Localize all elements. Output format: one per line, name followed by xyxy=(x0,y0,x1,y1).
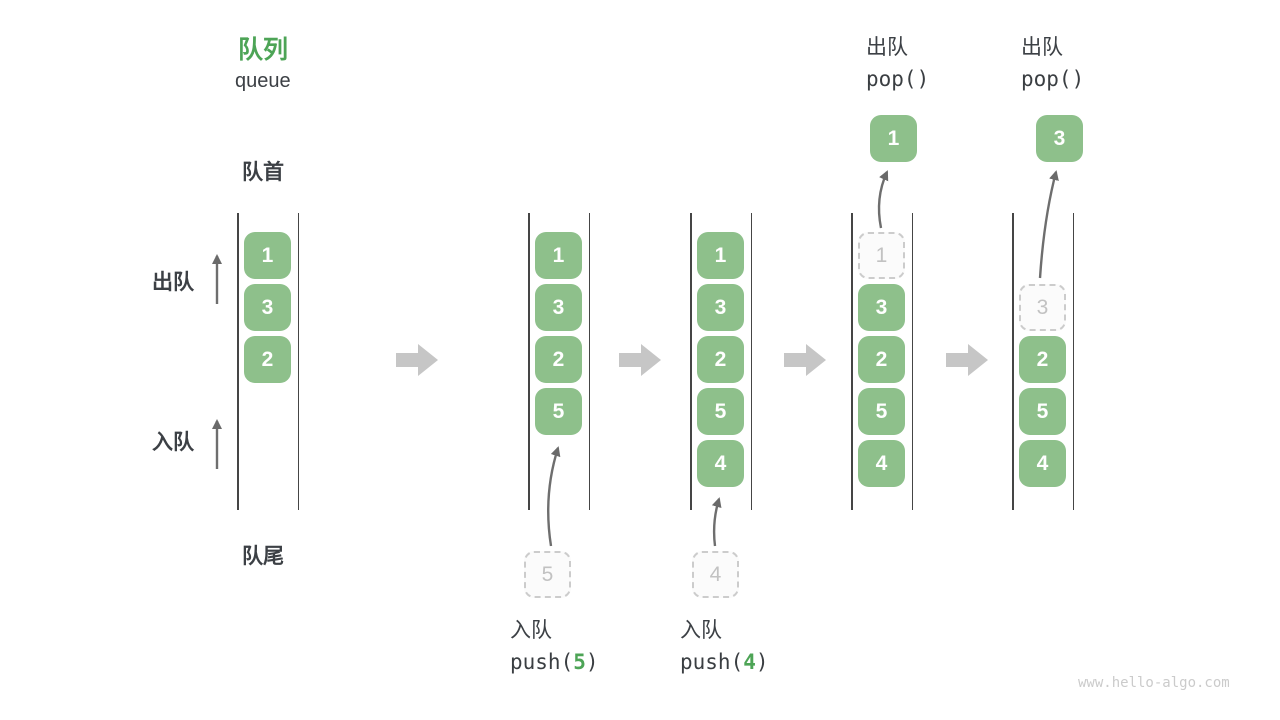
queue-rail xyxy=(690,213,692,510)
queue-state-3: 1 3 2 5 4 xyxy=(690,213,752,510)
queue-cell: 5 xyxy=(697,388,744,435)
pop2-label-zh: 出队 xyxy=(1021,36,1063,59)
push5-fn-arg: 5 xyxy=(573,650,586,674)
queue-state-2: 1 3 2 5 xyxy=(528,213,590,510)
queue-cell: 3 xyxy=(244,284,291,331)
queue-cell: 5 xyxy=(535,388,582,435)
queue-state-5: 3 2 5 4 xyxy=(1012,213,1074,510)
dequeue-side-label: 出队 xyxy=(152,271,194,294)
queue-state-4: 1 3 2 5 4 xyxy=(851,213,913,510)
queue-cell: 3 xyxy=(858,284,905,331)
dequeued-ghost-cell: 1 xyxy=(858,232,905,279)
pop2-label-fn: pop() xyxy=(1021,67,1085,91)
queue-rail xyxy=(1072,213,1074,510)
push5-operation-label: 入队 push(5) xyxy=(510,616,599,678)
push5-label-zh: 入队 xyxy=(510,619,552,642)
queue-rail xyxy=(237,213,239,510)
queue-cell: 3 xyxy=(535,284,582,331)
queue-front-label: 队首 xyxy=(242,161,284,184)
flow-arrow-icon xyxy=(619,344,661,376)
push5-label-fn: push(5) xyxy=(510,646,599,678)
popped-value-cell: 1 xyxy=(870,115,917,162)
queue-cell: 2 xyxy=(697,336,744,383)
queue-cell: 2 xyxy=(1019,336,1066,383)
flow-arrow-icon xyxy=(946,344,988,376)
flow-arrow-icon xyxy=(396,344,438,376)
queue-rail xyxy=(750,213,752,510)
diagram-title-en: queue xyxy=(235,70,291,92)
flow-arrow-icon xyxy=(784,344,826,376)
queue-rail xyxy=(1012,213,1014,510)
queue-rail xyxy=(911,213,913,510)
queue-rail xyxy=(851,213,853,510)
pop1-operation-label: 出队 pop() xyxy=(866,33,929,95)
queue-cell: 2 xyxy=(858,336,905,383)
push4-operation-label: 入队 push(4) xyxy=(680,616,769,678)
pop1-label-fn: pop() xyxy=(866,67,930,91)
queue-cell: 1 xyxy=(244,232,291,279)
queue-cell: 5 xyxy=(1019,388,1066,435)
incoming-value-cell: 5 xyxy=(524,551,571,598)
queue-rail xyxy=(297,213,299,510)
popped-value-cell: 3 xyxy=(1036,115,1083,162)
dequeued-ghost-cell: 3 xyxy=(1019,284,1066,331)
queue-state-1: 1 3 2 xyxy=(237,213,299,510)
queue-cell: 1 xyxy=(535,232,582,279)
queue-cell: 2 xyxy=(535,336,582,383)
push4-fn-arg: 4 xyxy=(743,650,756,674)
push5-fn-prefix: push( xyxy=(510,650,574,674)
incoming-value-cell: 4 xyxy=(692,551,739,598)
queue-cell: 1 xyxy=(697,232,744,279)
queue-rail xyxy=(528,213,530,510)
push4-fn-suffix: ) xyxy=(755,650,769,674)
pop1-label-zh: 出队 xyxy=(866,36,908,59)
queue-rear-label: 队尾 xyxy=(242,545,284,568)
queue-rail xyxy=(588,213,590,510)
queue-cell: 3 xyxy=(697,284,744,331)
push4-label-zh: 入队 xyxy=(680,619,722,642)
queue-cell: 4 xyxy=(1019,440,1066,487)
push5-fn-suffix: ) xyxy=(585,650,599,674)
enqueue-side-label: 入队 xyxy=(152,431,194,454)
watermark: www.hello-algo.com xyxy=(1078,675,1230,691)
push4-label-fn: push(4) xyxy=(680,646,769,678)
pop2-operation-label: 出队 pop() xyxy=(1021,33,1084,95)
queue-cell: 4 xyxy=(697,440,744,487)
queue-cell: 5 xyxy=(858,388,905,435)
queue-cell: 2 xyxy=(244,336,291,383)
queue-cell: 4 xyxy=(858,440,905,487)
push4-fn-prefix: push( xyxy=(680,650,744,674)
diagram-title-zh: 队列 xyxy=(238,36,289,64)
